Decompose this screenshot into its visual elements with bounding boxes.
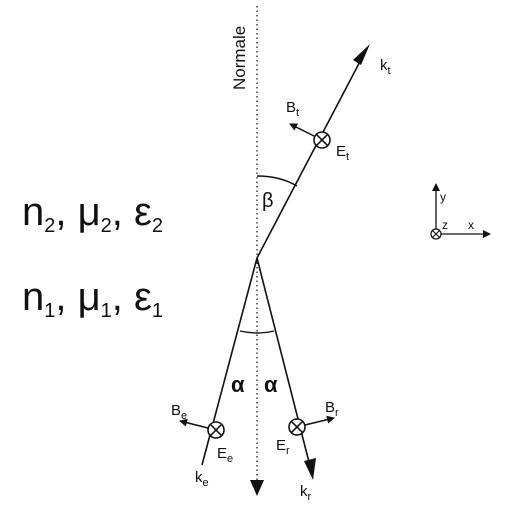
normal-label: Normale	[230, 26, 249, 90]
transmitted-b-arrow	[289, 123, 315, 137]
transmitted-arrowhead	[353, 44, 370, 65]
incident-b-arrow	[179, 418, 209, 429]
alpha-right-label: α	[264, 372, 278, 397]
alpha-arc	[239, 330, 275, 334]
medium-upper-label: n2, μ2, ε2	[22, 190, 163, 237]
incident-e-field-symbol	[207, 421, 225, 439]
medium-lower-label: n1, μ1, ε1	[22, 275, 163, 322]
kt-label: kt	[380, 57, 391, 77]
be-label: Be	[171, 402, 187, 422]
reflected-b-arrow	[304, 415, 335, 426]
x-axis-label: x	[468, 218, 474, 232]
normal-arrowhead	[250, 480, 264, 496]
alpha-left-label: α	[231, 372, 245, 397]
coordinate-axes: y x z	[430, 183, 491, 240]
ke-label: ke	[195, 469, 209, 489]
kr-label: kr	[300, 483, 312, 503]
et-label: Et	[336, 143, 349, 163]
y-axis-label: y	[440, 190, 446, 204]
reflected-e-field-symbol	[288, 418, 306, 436]
reflected-ray	[256, 257, 311, 467]
beta-label: β	[262, 190, 274, 212]
beta-arc	[256, 175, 298, 187]
transmitted-e-field-symbol	[313, 131, 331, 149]
reflected-arrowhead	[304, 458, 316, 480]
z-axis-label: z	[442, 218, 448, 232]
z-axis-symbol	[430, 228, 442, 240]
er-label: Er	[276, 437, 290, 457]
br-label: Br	[325, 399, 339, 419]
ee-label: Ee	[217, 445, 233, 465]
transmitted-ray	[256, 51, 366, 259]
bt-label: Bt	[286, 99, 299, 119]
